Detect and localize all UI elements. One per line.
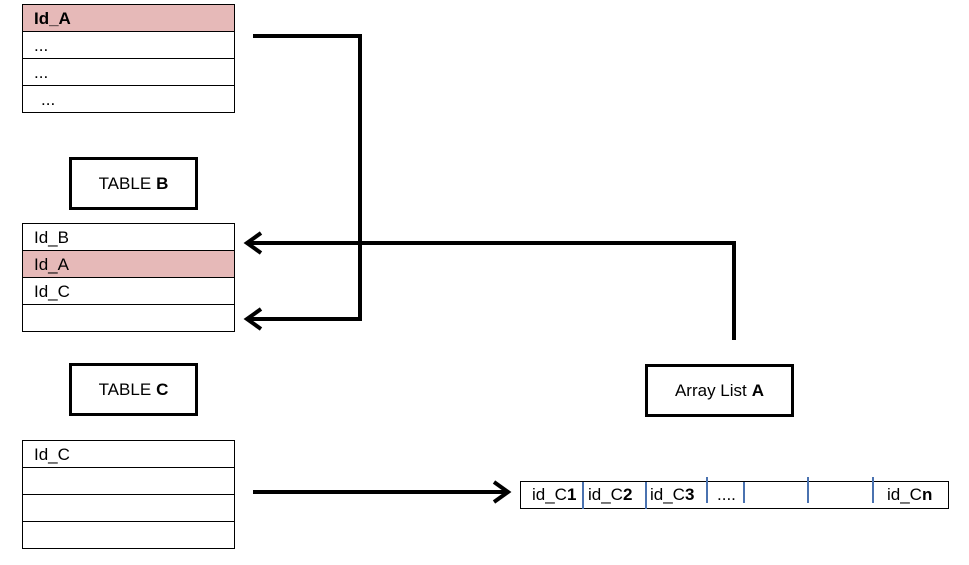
table-c-row-empty [23,495,234,522]
array-cell-prefix: id_C [588,485,623,504]
table-b-label-prefix: TABLE [98,173,152,193]
table-c-row-empty [23,468,234,495]
table-c-label-letter: C [156,379,169,399]
array-divider [743,482,745,503]
array-divider [807,477,809,503]
table-b-row-empty [23,305,234,332]
table-a-row-id-a: Id_A [23,5,234,32]
array-cell-3: id_C3 [650,482,694,508]
array-list-label: Array List A [645,364,794,417]
arrow-table-a-to-table-b [249,34,362,321]
table-c: Id_C [22,440,235,549]
array-cell-prefix: .... [717,485,736,504]
array-list-label-letter: A [751,380,765,400]
table-b: Id_B Id_A Id_C [22,223,235,332]
array-list: id_C1 id_C2 id_C3 .... id_Cn [520,477,949,509]
arrow-head-array [492,480,512,504]
table-c-row-empty [23,522,234,549]
array-cell-prefix: id_C [532,485,567,504]
array-cell-4: .... [717,482,736,508]
array-cell-1: id_C1 [532,482,576,508]
array-list-label-prefix: Array List [674,380,747,400]
table-b-label-letter: B [156,173,169,193]
table-b-row-id-b: Id_B [23,224,234,251]
arrow-head-table-b-bottom [243,307,263,331]
table-b-row-id-a: Id_A [23,251,234,278]
table-b-row-id-c: Id_C [23,278,234,305]
table-a-row: ... [23,86,234,113]
array-cell-n: id_Cn [887,482,932,508]
table-c-label: TABLE C [69,363,198,416]
array-divider [872,477,874,503]
array-cell-prefix: id_C [650,485,685,504]
array-cell-index: 1 [566,485,577,504]
array-divider [582,482,584,509]
table-c-label-prefix: TABLE [98,379,152,399]
array-divider [706,477,708,503]
table-c-row-id-c: Id_C [23,441,234,468]
table-b-label: TABLE B [69,157,198,210]
array-cell-index: 3 [684,485,695,504]
array-cell-index: 2 [622,485,633,504]
table-a: Id_A ... ... ... [22,4,235,113]
arrow-head-table-b-top [243,231,263,255]
arrow-array-list-to-table-b [249,241,736,340]
array-divider [645,482,647,509]
table-a-row: ... [23,59,234,86]
table-a-row: ... [23,32,234,59]
array-cell-2: id_C2 [588,482,632,508]
array-cell-index: n [921,485,933,504]
array-cell-prefix: id_C [887,485,922,504]
